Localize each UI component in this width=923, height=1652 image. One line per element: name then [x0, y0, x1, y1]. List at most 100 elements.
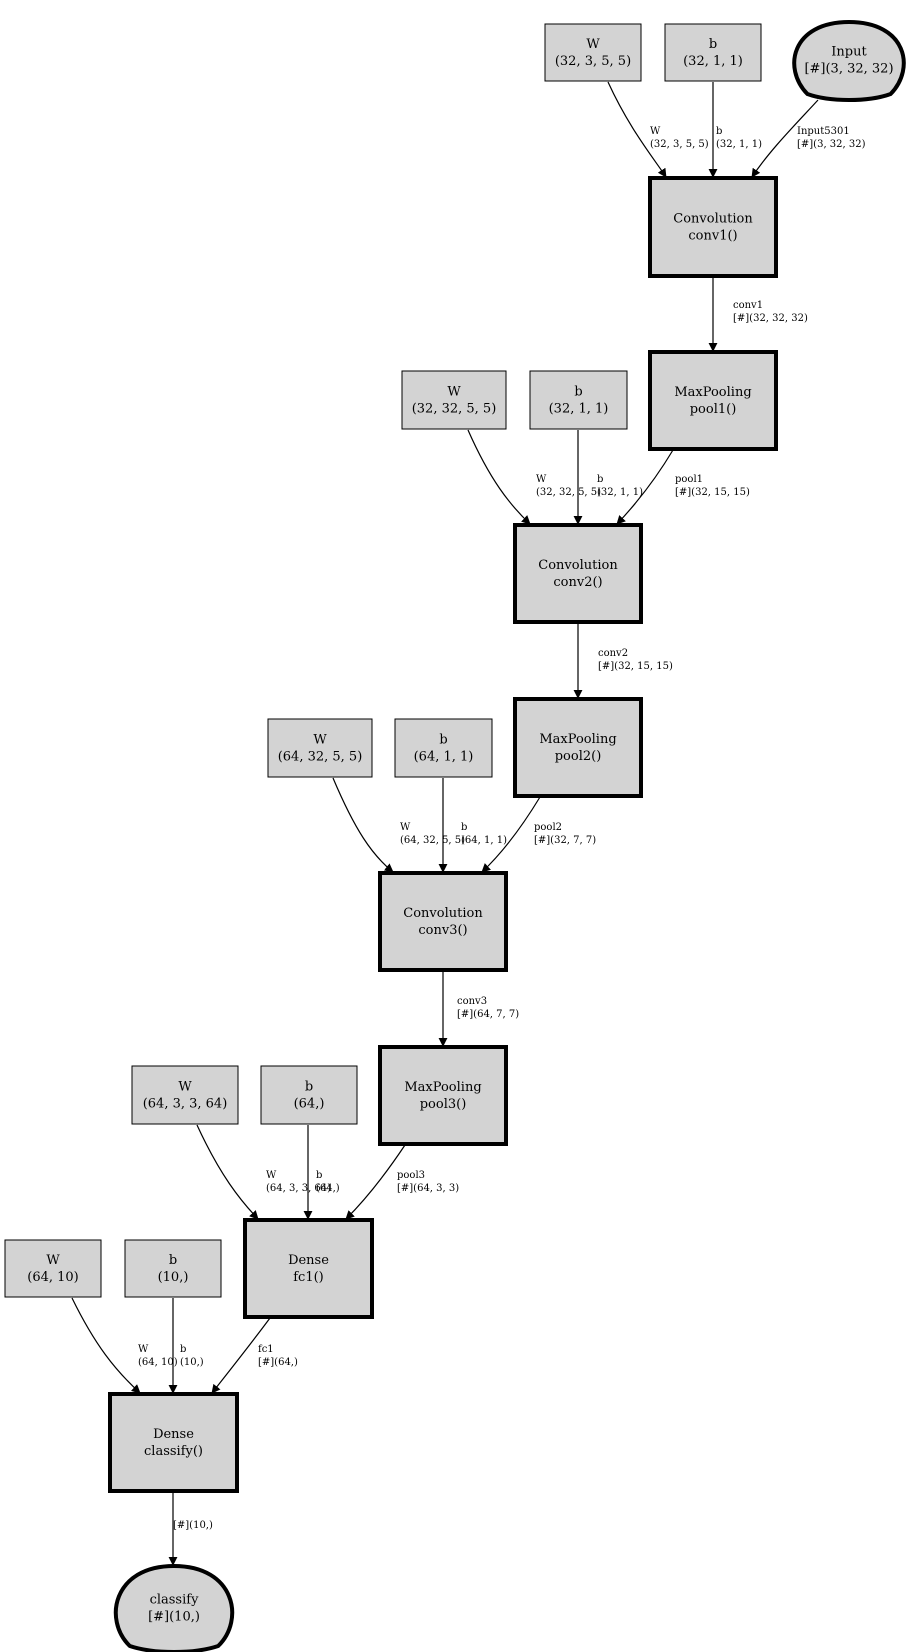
edge-w1-to-conv1: W(32, 3, 5, 5) [607, 81, 709, 178]
edge-classify-to-out: [#](10,) [168, 1492, 213, 1566]
node-b3: b(64, 1, 1) [394, 718, 493, 778]
node-label-line: (32, 3, 5, 5) [555, 54, 631, 69]
node-label-line: [#](10,) [148, 1610, 200, 1625]
edge-pool2-to-conv3: pool2[#](32, 7, 7) [481, 796, 596, 873]
edge-label-line: (32, 32, 5, 5) [536, 487, 601, 498]
edge-b1-to-conv1: b(32, 1, 1) [708, 82, 762, 178]
edge-label-line: [#](32, 15, 15) [675, 487, 750, 498]
edge-label-line: b [316, 1170, 322, 1181]
node-shape [513, 697, 643, 798]
edge-arrow [71, 1297, 141, 1394]
node-label-line: MaxPooling [539, 732, 616, 747]
node-shape [648, 350, 778, 451]
node-conv3: Convolution conv3() [378, 871, 508, 972]
edge-label-line: b [461, 822, 467, 833]
edge-conv1-to-pool1: conv1 [#](32, 32, 32) [708, 277, 808, 352]
node-b5: b (10,) [124, 1239, 222, 1298]
node-label-line: Convolution [673, 212, 753, 227]
edge-label-line: [#](3, 32, 32) [797, 139, 866, 150]
edge-w2-to-conv2: W(32, 32, 5, 5) [467, 429, 601, 525]
node-label-line: conv3() [418, 923, 467, 938]
edge-label-line: conv1 [733, 300, 763, 311]
node-input: Input[#](3, 32, 32) [792, 19, 906, 102]
edge-label-line: (64, 3, 3, 64) [266, 1183, 331, 1194]
edge-label: W (64, 10) [138, 1344, 178, 1368]
edge-arrow [467, 429, 531, 525]
edge-label-line: conv2 [598, 648, 628, 659]
node-w4: W (64, 3, 3, 64) [131, 1065, 239, 1125]
node-shape [648, 176, 778, 278]
edge-label: b(10,) [180, 1344, 204, 1368]
edge-w5-to-classify: W (64, 10) [71, 1297, 178, 1394]
edge-w3-to-conv3: W(64, 32, 5, 5) [332, 777, 465, 873]
edge-label-line: (64, 10) [138, 1357, 178, 1368]
node-label-line: W [46, 1253, 60, 1268]
edge-arrow [196, 1124, 259, 1220]
node-label-line: Convolution [403, 906, 483, 921]
edge-label-line: W [138, 1344, 149, 1355]
edge-input-to-conv1: Input5301 [#](3, 32, 32) [751, 99, 866, 178]
edge-label: W(32, 32, 5, 5) [536, 474, 601, 498]
edge-label: [#](10,) [173, 1520, 213, 1531]
edge-arrow [211, 1317, 271, 1394]
node-shape [664, 23, 762, 82]
edge-arrow [607, 81, 667, 178]
edge-arrow [481, 796, 541, 873]
node-label-line: pool3() [420, 1097, 467, 1112]
edge-label: pool1[#](32, 15, 15) [675, 474, 750, 498]
edge-label-line: (64, 32, 5, 5) [400, 835, 465, 846]
edge-label: Input5301 [#](3, 32, 32) [797, 126, 866, 150]
node-shape [267, 718, 373, 778]
edge-b4-to-fc1: b (64,) [303, 1124, 340, 1220]
node-shape [124, 1239, 222, 1298]
node-shape [243, 1218, 374, 1319]
edge-label-line: [#](32, 15, 15) [598, 661, 673, 672]
edge-pool3-to-fc1: pool3[#](64, 3, 3) [345, 1144, 459, 1220]
edge-label-line: [#](32, 32, 32) [733, 313, 808, 324]
node-label-line: (32, 32, 5, 5) [412, 402, 497, 417]
edge-label-line: (10,) [180, 1357, 204, 1368]
edge-label: conv3[#](64, 7, 7) [457, 996, 519, 1020]
node-label-line: classify [150, 1593, 200, 1608]
edge-label: b(32, 1, 1) [597, 474, 643, 498]
node-label-line: W [178, 1080, 192, 1095]
node-shape [108, 1392, 239, 1493]
edge-label-line: (32, 3, 5, 5) [650, 139, 709, 150]
node-label-line: b [709, 37, 717, 52]
node-label-line: b [305, 1080, 313, 1095]
edge-label-line: Input5301 [797, 126, 850, 137]
edge-label-line: (64,) [316, 1183, 340, 1194]
edge-label: conv2 [#](32, 15, 15) [598, 648, 673, 672]
node-shape [529, 370, 628, 430]
node-label-line: pool2() [555, 749, 602, 764]
node-label-line: Convolution [538, 558, 618, 573]
edge-b2-to-conv2: b(32, 1, 1) [573, 430, 643, 525]
node-label-line: (32, 1, 1) [549, 402, 609, 417]
edge-label-line: (64, 1, 1) [461, 835, 507, 846]
node-label-line: b [574, 385, 582, 400]
edge-b3-to-conv3: b (64, 1, 1) [438, 778, 507, 873]
node-label-line: conv1() [688, 229, 737, 244]
node-w5: W (64, 10) [4, 1239, 102, 1298]
node-label-line: b [169, 1253, 177, 1268]
node-b2: b (32, 1, 1) [529, 370, 628, 430]
node-label-line: (10,) [158, 1270, 189, 1285]
node-label-line: [#](3, 32, 32) [804, 62, 893, 77]
node-w1: W(32, 3, 5, 5) [544, 23, 642, 82]
edge-label: pool3[#](64, 3, 3) [397, 1170, 459, 1194]
node-label-line: pool1() [690, 402, 737, 417]
node-b4: b(64,) [260, 1065, 358, 1125]
edge-label: W(64, 3, 3, 64) [266, 1170, 331, 1194]
edge-label: b (64,) [316, 1170, 340, 1194]
node-label-line: (64, 3, 3, 64) [143, 1097, 228, 1112]
node-shape [792, 19, 906, 102]
node-out: classify [#](10,) [113, 1563, 235, 1652]
node-label-line: (64, 10) [27, 1270, 79, 1285]
node-shape [401, 370, 507, 430]
node-shape [378, 871, 508, 972]
node-w2: W(32, 32, 5, 5) [401, 370, 507, 430]
